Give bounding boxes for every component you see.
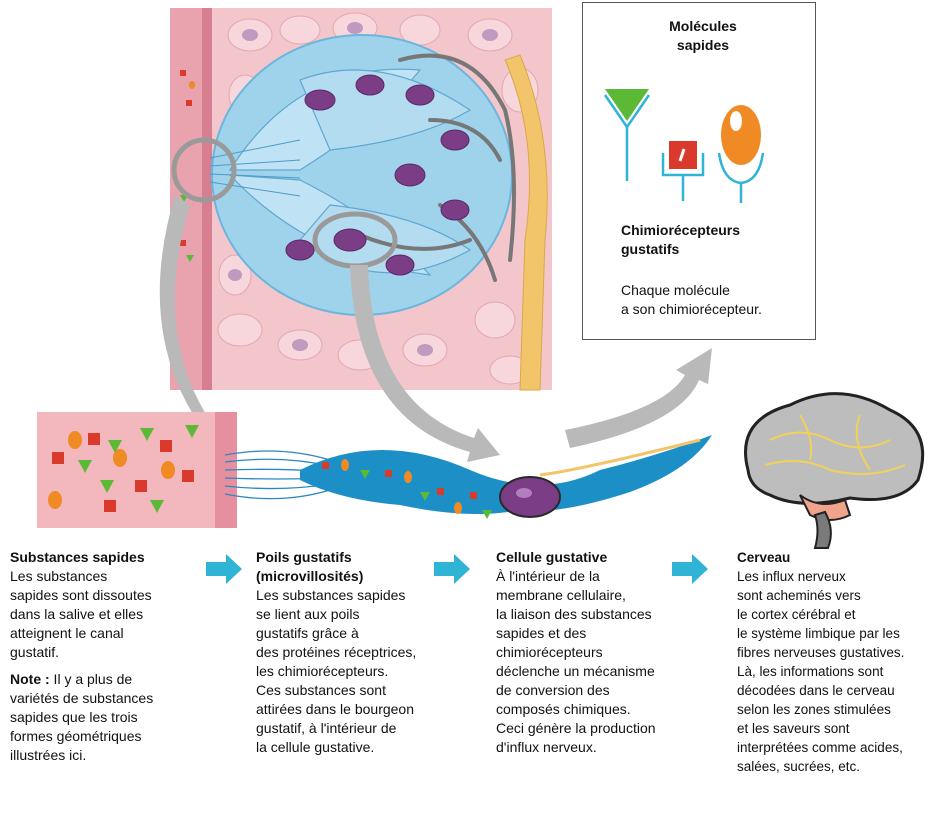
column-text: la cellule gustative. (256, 739, 375, 755)
taste-bud-tissue (170, 8, 552, 391)
receptor-text-line: Chaque molécule (621, 282, 730, 298)
column-text: et les saveurs sont (737, 721, 850, 736)
column-text: gustatif. (10, 644, 60, 660)
column-text: Ces substances sont (256, 682, 386, 698)
receptor-shapes (603, 89, 765, 203)
column-text: composés chimiques. (496, 701, 631, 717)
column-text: salées, sucrées, etc. (737, 759, 861, 774)
note-text: variétés de substances (10, 690, 154, 706)
column-text: les chimiorécepteurs. (256, 663, 389, 679)
receptor-title: Chimiorécepteurs gustatifs (621, 221, 740, 259)
column-text: déclenche un mécanisme (496, 663, 655, 679)
flow-arrows (206, 554, 708, 584)
column-text: attirées dans le bourgeon (256, 701, 414, 717)
column-text: chimiorécepteurs (496, 644, 603, 660)
brain (744, 392, 925, 549)
note-text: formes géométriques (10, 728, 142, 744)
receptor-title-line: gustatifs (621, 241, 680, 257)
column-heading: Cellule gustative (496, 549, 608, 565)
column-text: le système limbique par les (737, 626, 900, 641)
column-text: de conversion des (496, 682, 610, 698)
column-text: le cortex cérébral et (737, 607, 856, 622)
column-text: sont acheminés vers (737, 588, 861, 603)
column-brain: Cerveau Les influx nerveux sont acheminé… (737, 548, 947, 776)
column-taste-cell: Cellule gustative À l'intérieur de la me… (496, 548, 696, 757)
column-text: gustatifs grâce à (256, 625, 359, 641)
column-text: Là, les informations sont (737, 664, 884, 679)
column-text: Les influx nerveux (737, 569, 846, 584)
column-text: sapides et des (496, 625, 587, 641)
column-text: d'influx nerveux. (496, 739, 597, 755)
column-text: Ceci génère la production (496, 720, 656, 736)
column-heading: Cerveau (737, 550, 791, 565)
box-title-line: Molécules (669, 18, 737, 34)
column-text: atteignent le canal (10, 625, 124, 641)
column-text: interprétées comme acides, (737, 740, 903, 755)
column-substances: Substances sapides Les substances sapide… (10, 548, 205, 765)
zoom-arrows (159, 195, 712, 462)
receptor-text-line: a son chimiorécepteur. (621, 301, 762, 317)
column-heading: Substances sapides (10, 549, 145, 565)
triangle-receptor (603, 89, 651, 181)
column-text: se lient aux poils (256, 606, 360, 622)
square-receptor (661, 141, 705, 201)
column-text: gustatif, à l'intérieur de (256, 720, 397, 736)
oval-receptor (717, 105, 765, 203)
box-title: Molécules sapides (663, 17, 743, 55)
column-text: Les substances sapides (256, 587, 406, 603)
column-heading: Poils gustatifs (256, 549, 352, 565)
column-text: sapides sont dissoutes (10, 587, 152, 603)
note-label: Note : (10, 671, 50, 687)
column-text: la liaison des substances (496, 606, 652, 622)
note: Note : Il y a plus de variétés de substa… (10, 670, 205, 765)
column-text: Les substances (10, 568, 108, 584)
note-text: sapides que les trois (10, 709, 138, 725)
taste-canal (37, 412, 237, 528)
receptor-title-line: Chimiorécepteurs (621, 222, 741, 238)
receptor-text: Chaque molécule a son chimiorécepteur. (621, 281, 762, 319)
note-text: Il y a plus de (49, 671, 133, 687)
column-text: selon les zones stimulées (737, 702, 891, 717)
column-text: À l'intérieur de la (496, 568, 600, 584)
note-text: illustrées ici. (10, 747, 87, 763)
column-text: décodées dans le cerveau (737, 683, 895, 698)
column-text: des protéines réceptrices, (256, 644, 417, 660)
column-text: membrane cellulaire, (496, 587, 626, 603)
box-title-line: sapides (676, 37, 730, 53)
receptor-box: Molécules sapides Chimiorécepteurs gusta… (582, 2, 816, 340)
column-microvilli: Poils gustatifs (microvillosités) Les su… (256, 548, 446, 757)
column-text: dans la salive et elles (10, 606, 144, 622)
column-text: fibres nerveuses gustatives. (737, 645, 905, 660)
taste-cell (224, 435, 712, 519)
column-heading: (microvillosités) (256, 568, 364, 584)
